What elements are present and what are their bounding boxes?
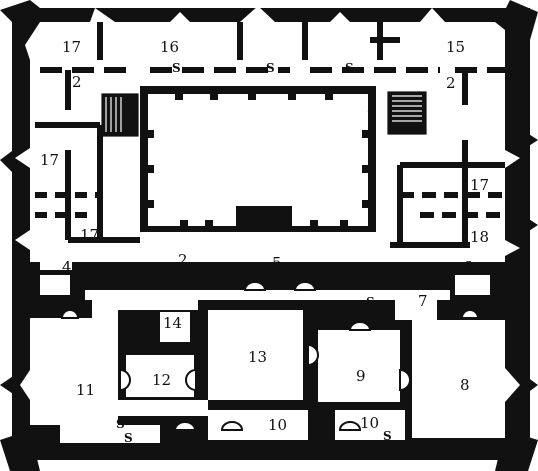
doorways: [60, 281, 480, 431]
room-label-2b: 2: [446, 74, 456, 92]
room-9-floor: [318, 330, 400, 402]
room-label-6: 6: [463, 258, 473, 276]
room-label-2c: 2: [178, 251, 188, 269]
room-label-14: 14: [163, 314, 182, 332]
room-label-17a: 17: [62, 38, 81, 56]
room-label-17b: 17: [40, 151, 59, 169]
secret-door-3: S: [345, 61, 354, 75]
tower-ne: [500, 0, 538, 40]
room-labels: 17 16 15 2 2 1 1 17 17 17 18 3 2 4 5 6 7…: [40, 38, 489, 434]
room-label-5: 5: [272, 254, 282, 272]
middle-wall: [12, 255, 530, 282]
room-label-12: 12: [152, 371, 171, 389]
tower-e3: [515, 368, 538, 402]
room-label-9: 9: [356, 367, 366, 385]
room-label-1a: 1: [130, 106, 140, 124]
secret-door-10: S: [383, 429, 392, 443]
secret-door-1: S: [172, 61, 181, 75]
room-14-floor: [160, 312, 190, 342]
secret-door-2: S: [266, 61, 275, 75]
secret-door-5: S: [130, 309, 139, 323]
room-label-2a: 2: [72, 73, 82, 91]
secret-door-4: S: [267, 275, 276, 289]
room-label-3: 3: [258, 208, 268, 226]
tower-nw: [0, 0, 45, 30]
room-12-floor: [126, 355, 194, 397]
room-4-floor: [40, 275, 70, 295]
secret-door-9: S: [124, 431, 133, 445]
room-label-17c: 17: [470, 176, 489, 194]
secret-door-6: S: [145, 323, 154, 337]
secret-door-markers: S S S S S S S S S S: [116, 61, 392, 445]
room-7-floor: [395, 292, 437, 320]
interior-walls-upper: [35, 22, 505, 248]
room-label-15: 15: [446, 38, 465, 56]
room-label-10a: 10: [268, 416, 287, 434]
room-label-4: 4: [62, 258, 72, 276]
room-label-7: 7: [418, 292, 428, 310]
room-label-18: 18: [470, 228, 489, 246]
tower-e2: [515, 210, 538, 240]
stairs: [101, 91, 427, 137]
room-label-10b: 10: [360, 414, 379, 432]
room-label-13: 13: [248, 348, 267, 366]
room-6-floor: [455, 275, 490, 295]
courtyard-floor: [148, 94, 368, 226]
room-label-1b: 1: [366, 106, 376, 124]
tower-sw: [0, 430, 40, 471]
secret-door-7: S: [366, 295, 375, 309]
courtyard: [140, 86, 376, 232]
room-11-floor: [30, 318, 118, 425]
room-label-8: 8: [460, 376, 470, 394]
tower-e1: [515, 125, 538, 155]
room-label-11: 11: [76, 381, 95, 399]
lower-floor-areas: [20, 275, 520, 443]
secret-door-8: S: [116, 417, 125, 431]
tower-w1: [0, 145, 20, 180]
room-13-floor: [208, 310, 303, 400]
room-8-floor: [412, 320, 505, 438]
room-label-17d: 17: [80, 226, 99, 244]
tower-se: [495, 430, 538, 471]
room-label-16: 16: [160, 38, 179, 56]
tower-w2: [0, 368, 25, 402]
